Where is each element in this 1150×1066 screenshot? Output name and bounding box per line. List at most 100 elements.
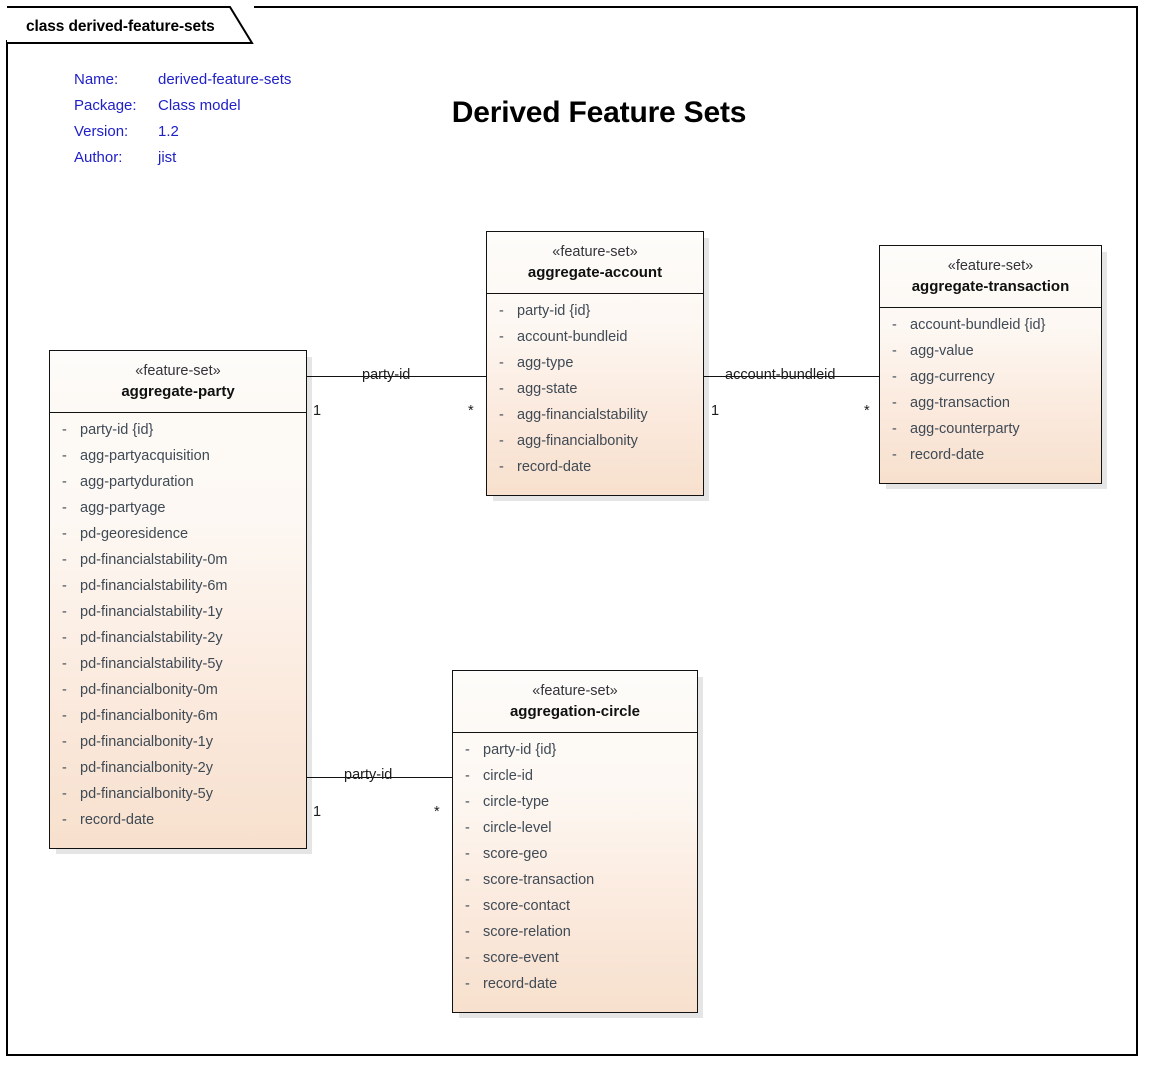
attribute-row: -circle-type (453, 794, 697, 820)
class-name-aggregate-transaction: aggregate-transaction (911, 278, 1070, 295)
attribute-row: -agg-partyacquisition (50, 448, 306, 474)
attribute-row: -agg-financialbonity (487, 433, 703, 459)
attribute-name: pd-financialbonity-6m (80, 708, 218, 724)
class-box-aggregation-circle[interactable]: «feature-set» aggregation-circle -party-… (452, 670, 698, 1013)
attribute-row: -circle-level (453, 820, 697, 846)
multiplicity-source-account-to-transaction: 1 (711, 403, 720, 419)
attribute-visibility: - (62, 500, 67, 516)
attribute-row: -agg-currency (880, 369, 1101, 395)
metadata-value-author: jist (158, 149, 177, 166)
metadata-key-version: Version: (74, 123, 129, 140)
attribute-visibility: - (62, 474, 67, 490)
attribute-name: agg-state (517, 381, 578, 397)
attribute-visibility: - (892, 395, 897, 411)
class-stereotype-aggregate-party: «feature-set» (135, 363, 221, 379)
attribute-row: -pd-financialbonity-0m (50, 682, 306, 708)
attribute-name: record-date (910, 447, 985, 463)
attribute-visibility: - (465, 976, 470, 992)
attribute-name: circle-type (483, 794, 550, 810)
attribute-visibility: - (62, 604, 67, 620)
association-line-party-to-account (306, 376, 486, 378)
attribute-visibility: - (465, 950, 470, 966)
class-attributes-aggregate-party: -party-id {id} -agg-partyacquisition -ag… (50, 413, 306, 848)
attribute-name: pd-financialstability-6m (80, 578, 228, 594)
class-header-aggregation-circle: «feature-set» aggregation-circle (453, 671, 697, 733)
attribute-row: -agg-counterparty (880, 421, 1101, 447)
diagram-frame (6, 6, 1138, 1056)
attribute-name: agg-type (517, 355, 574, 371)
attribute-name: record-date (80, 812, 155, 828)
attribute-row: -agg-state (487, 381, 703, 407)
attribute-visibility: - (499, 459, 504, 475)
attribute-visibility: - (62, 630, 67, 646)
attribute-name: agg-transaction (910, 395, 1010, 411)
attribute-visibility: - (465, 768, 470, 784)
attribute-visibility: - (465, 872, 470, 888)
association-label-account-to-transaction: account-bundleid (725, 367, 836, 383)
attribute-row: -pd-financialstability-2y (50, 630, 306, 656)
attribute-row: -score-relation (453, 924, 697, 950)
attribute-visibility: - (892, 317, 897, 333)
attribute-row: -account-bundleid (487, 329, 703, 355)
attribute-name: pd-financialstability-0m (80, 552, 228, 568)
multiplicity-source-party-to-circle: 1 (313, 804, 322, 820)
attribute-name: pd-financialbonity-2y (80, 760, 213, 776)
class-attributes-aggregate-transaction: -account-bundleid {id} -agg-value -agg-c… (880, 308, 1101, 483)
multiplicity-target-account-to-transaction: * (864, 403, 870, 419)
attribute-name: agg-partyacquisition (80, 448, 210, 464)
attribute-row: -account-bundleid {id} (880, 317, 1101, 343)
attribute-visibility: - (892, 369, 897, 385)
class-stereotype-aggregation-circle: «feature-set» (532, 683, 618, 699)
attribute-visibility: - (499, 381, 504, 397)
attribute-name: pd-financialstability-5y (80, 656, 223, 672)
attribute-name: pd-georesidence (80, 526, 189, 542)
attribute-visibility: - (499, 355, 504, 371)
attribute-visibility: - (62, 448, 67, 464)
attribute-row: -record-date (880, 447, 1101, 473)
attribute-row: -pd-financialbonity-1y (50, 734, 306, 760)
attribute-row: -record-date (50, 812, 306, 838)
class-name-aggregation-circle: aggregation-circle (509, 703, 641, 720)
attribute-visibility: - (499, 329, 504, 345)
attribute-visibility: - (465, 794, 470, 810)
attribute-row: -pd-financialstability-6m (50, 578, 306, 604)
attribute-row: -record-date (487, 459, 703, 485)
class-header-aggregate-account: «feature-set» aggregate-account (487, 232, 703, 294)
class-attributes-aggregation-circle: -party-id {id} -circle-id -circle-type -… (453, 733, 697, 1012)
attribute-name: account-bundleid (517, 329, 628, 345)
attribute-name: party-id {id} (80, 422, 154, 438)
attribute-visibility: - (499, 303, 504, 319)
attribute-visibility: - (62, 682, 67, 698)
attribute-row: -score-transaction (453, 872, 697, 898)
attribute-visibility: - (465, 924, 470, 940)
attribute-row: -agg-financialstability (487, 407, 703, 433)
attribute-visibility: - (892, 421, 897, 437)
multiplicity-target-party-to-circle: * (434, 804, 440, 820)
attribute-row: -pd-georesidence (50, 526, 306, 552)
class-header-aggregate-party: «feature-set» aggregate-party (50, 351, 306, 413)
metadata-value-package: Class model (158, 97, 241, 114)
attribute-row: -pd-financialstability-1y (50, 604, 306, 630)
attribute-name: score-geo (483, 846, 548, 862)
association-label-party-to-circle: party-id (344, 767, 393, 783)
class-stereotype-aggregate-transaction: «feature-set» (947, 258, 1034, 274)
attribute-name: pd-financialstability-1y (80, 604, 223, 620)
association-label-party-to-account: party-id (362, 367, 411, 383)
attribute-row: -agg-type (487, 355, 703, 381)
attribute-name: account-bundleid {id} (910, 317, 1046, 333)
class-box-aggregate-party[interactable]: «feature-set» aggregate-party -party-id … (49, 350, 307, 849)
attribute-name: score-contact (483, 898, 571, 914)
attribute-visibility: - (62, 552, 67, 568)
attribute-name: record-date (517, 459, 592, 475)
attribute-name: pd-financialbonity-1y (80, 734, 213, 750)
attribute-row: -record-date (453, 976, 697, 1002)
attribute-visibility: - (62, 656, 67, 672)
attribute-visibility: - (62, 708, 67, 724)
class-box-aggregate-account[interactable]: «feature-set» aggregate-account -party-i… (486, 231, 704, 496)
diagram-frame-tab: class derived-feature-sets (6, 6, 254, 44)
class-box-aggregate-transaction[interactable]: «feature-set» aggregate-transaction -acc… (879, 245, 1102, 484)
metadata-key-package: Package: (74, 97, 137, 114)
attribute-row: -party-id {id} (487, 303, 703, 329)
attribute-name: agg-partyage (80, 500, 166, 516)
class-attributes-aggregate-account: -party-id {id} -account-bundleid -agg-ty… (487, 294, 703, 495)
